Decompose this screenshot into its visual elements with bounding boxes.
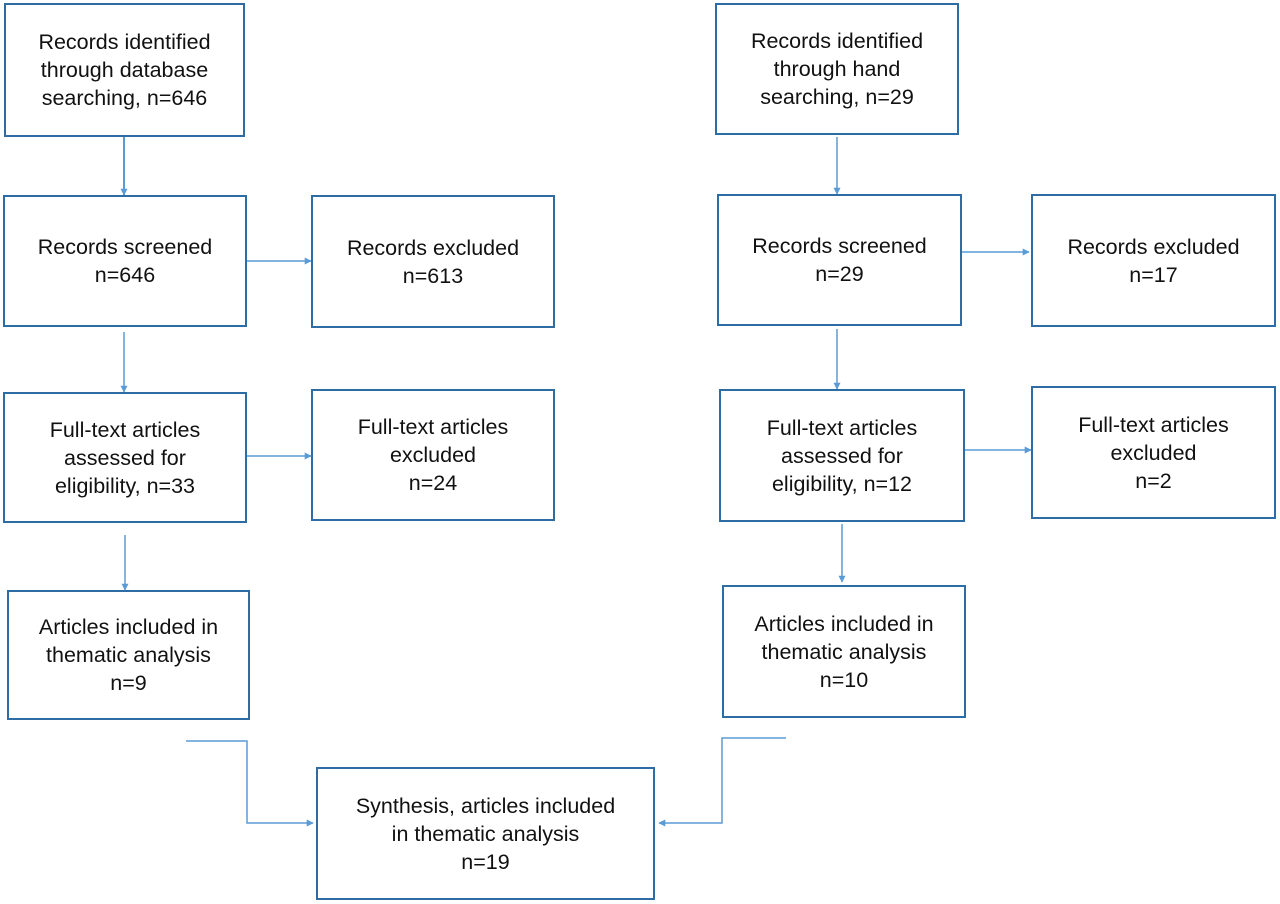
box-hand-records-excluded-label: Records excluded n=17 (1067, 234, 1240, 287)
box-db-records-identified: Records identified through database sear… (4, 3, 245, 137)
box-db-articles-included-label: Articles included in thematic analysis n… (38, 615, 219, 695)
box-hand-records-excluded: Records excluded n=17 (1031, 194, 1276, 327)
box-db-records-screened-label: Records screened n=646 (37, 235, 213, 287)
box-hand-fulltext-excluded: Full-text articles excluded n=2 (1031, 386, 1276, 519)
box-db-fulltext-assessed-label: Full-text articles assessed for eligibil… (49, 417, 201, 498)
box-db-records-excluded: Records excluded n=613 (311, 195, 555, 328)
box-hand-articles-included: Articles included in thematic analysis n… (722, 585, 966, 718)
box-hand-records-identified: Records identified through hand searchin… (715, 3, 959, 135)
box-hand-fulltext-excluded-label: Full-text articles excluded n=2 (1078, 412, 1229, 493)
box-db-fulltext-assessed: Full-text articles assessed for eligibil… (3, 392, 247, 523)
box-synthesis-label: Synthesis, articles included in thematic… (355, 793, 616, 874)
box-db-records-screened: Records screened n=646 (3, 195, 247, 327)
box-hand-fulltext-assessed-label: Full-text articles assessed for eligibil… (766, 415, 918, 496)
box-synthesis: Synthesis, articles included in thematic… (316, 767, 655, 900)
box-db-articles-included: Articles included in thematic analysis n… (7, 590, 250, 720)
box-db-fulltext-excluded-label: Full-text articles excluded n=24 (357, 415, 509, 495)
box-db-records-identified-label: Records identified through database sear… (38, 30, 211, 110)
arrow-hand-included-to-synthesis (658, 737, 786, 827)
box-db-records-excluded-label: Records excluded n=613 (346, 235, 520, 288)
box-hand-records-screened-label: Records screened n=29 (752, 234, 927, 286)
box-db-fulltext-excluded: Full-text articles excluded n=24 (311, 389, 555, 521)
box-hand-records-screened: Records screened n=29 (717, 194, 962, 326)
box-hand-articles-included-label: Articles included in thematic analysis n… (754, 611, 934, 692)
arrow-db-included-to-synthesis (186, 740, 314, 827)
box-hand-fulltext-assessed: Full-text articles assessed for eligibil… (719, 389, 965, 522)
box-hand-records-identified-label: Records identified through hand searchin… (750, 29, 924, 109)
